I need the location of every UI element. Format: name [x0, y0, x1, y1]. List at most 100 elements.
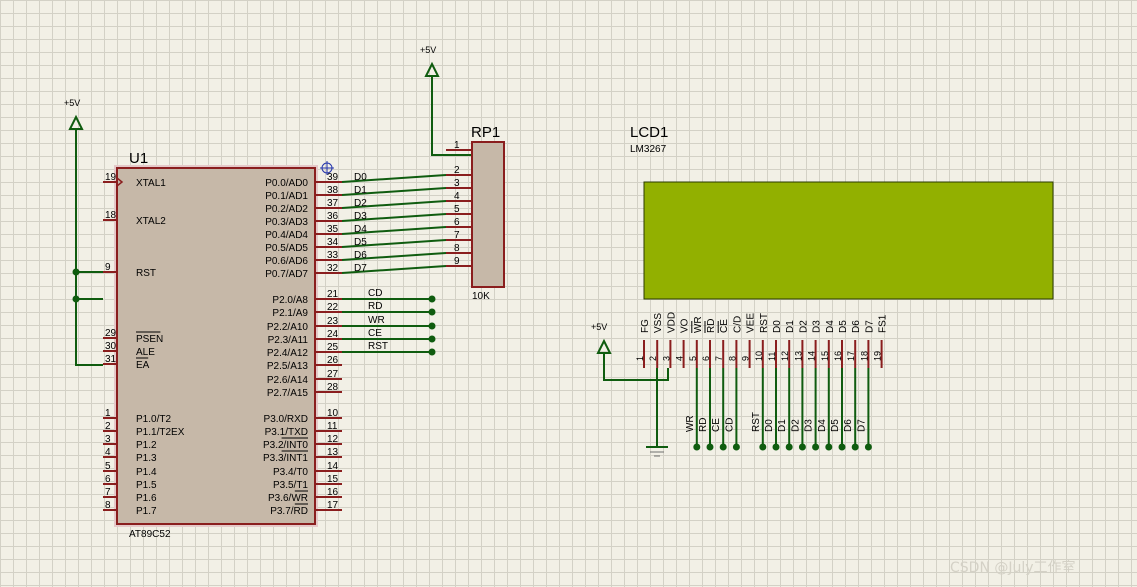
lcd-pin-name: FG	[640, 319, 651, 333]
u1-pin-number: 29	[105, 328, 117, 339]
u1-pin-number: 17	[327, 500, 339, 511]
lcd-pin-number: 8	[727, 356, 737, 361]
u1-pin-name: P3.6/WR	[268, 493, 308, 504]
data-bus-label: D1	[354, 185, 367, 196]
lcd-net-label: D4	[817, 419, 828, 432]
lcd-pin-name: VDD	[666, 312, 677, 333]
u1-pin-number: 37	[327, 198, 339, 209]
rp1-power-wire	[431, 76, 472, 156]
junction-dot	[428, 322, 436, 330]
u1-pin-name: P1.7	[136, 506, 157, 517]
lcd-pin-name: CE	[719, 319, 730, 333]
junction-dot	[428, 308, 436, 316]
u1-microcontroller[interactable]: U1 AT89C52 19XTAL118XTAL29RST29PSEN30ALE…	[103, 150, 342, 540]
lcd-pin-number: 9	[741, 356, 751, 361]
control-net-label: RD	[368, 301, 382, 312]
power-arrow-icon	[68, 114, 84, 130]
u1-ref-label: U1	[129, 150, 148, 167]
u1-pin-number: 10	[327, 408, 339, 419]
power-terminal-rp1[interactable]: +5V	[420, 45, 440, 77]
lcd-net-label: CE	[711, 418, 722, 432]
u1-pin-name: P0.6/AD6	[265, 256, 308, 267]
lcd-pin-name: D6	[851, 320, 862, 333]
data-bus-wire	[341, 200, 447, 209]
u1-pin-name: P2.0/A8	[272, 295, 308, 306]
wires-layer	[72, 76, 872, 451]
lcd-pin-number: 3	[661, 356, 671, 361]
lcd-pin-name: RST	[759, 313, 770, 333]
lcd-pin-name: D7	[864, 320, 875, 333]
lcd1-display[interactable]: LCD1 LM3267 FG1VSS2VDD3VO4WR5RD6CE7C/D8V…	[630, 124, 1054, 368]
control-net-label: CE	[368, 328, 382, 339]
u1-pin-name: P0.4/AD4	[265, 230, 308, 241]
data-bus-label: D3	[354, 211, 367, 222]
junction-dot	[851, 443, 859, 451]
origin-marker-icon	[320, 161, 334, 175]
u1-pin-name: P2.3/A11	[268, 335, 309, 346]
u1-pin-number: 3	[105, 434, 111, 445]
junction-dot	[428, 335, 436, 343]
lcd-net-label: D6	[843, 419, 854, 432]
data-bus-label: D0	[354, 172, 367, 183]
u1-pin-number: 18	[105, 210, 117, 221]
lcd-pin-number: 6	[701, 356, 711, 361]
u1-body	[116, 167, 316, 525]
u1-pin-name-overbar: INT0	[286, 440, 308, 451]
u1-pin-name: P3.4/T0	[273, 467, 308, 478]
ground-symbol[interactable]	[646, 446, 668, 457]
rp1-value-label: 10K	[472, 291, 490, 302]
power-terminal-u1[interactable]: +5V	[64, 98, 84, 130]
u1-pin-number: 22	[327, 302, 339, 313]
u1-pin-name: P3.3/INT1	[263, 453, 308, 464]
u1-part-label: AT89C52	[129, 529, 171, 540]
u1-pin-number: 21	[327, 289, 339, 300]
lcd-pin-number: 19	[873, 351, 883, 361]
lcd-net-label: D1	[777, 419, 788, 432]
junction-dot	[693, 443, 701, 451]
power-terminal-lcd[interactable]: +5V	[591, 322, 612, 354]
lcd-pin-number: 12	[780, 351, 790, 361]
power-label: +5V	[591, 322, 607, 332]
lcd-net-label: D5	[830, 419, 841, 432]
lcd-vdd-wire	[603, 353, 669, 381]
data-bus-wire	[341, 187, 447, 196]
u1-pin-name: P1.0/T2	[136, 414, 171, 425]
lcd-net-label: D2	[790, 419, 801, 432]
u1-left-pins: 19XTAL118XTAL29RST29PSEN30ALE31EA1P1.0/T…	[103, 172, 185, 517]
u1-pin-name-overbar: WR	[291, 493, 308, 504]
u1-pin-number: 1	[105, 408, 111, 419]
u1-pin-number: 11	[327, 421, 338, 432]
data-bus-wire	[341, 252, 447, 261]
junction-dot	[785, 443, 793, 451]
u1-pin-name: P2.6/A14	[267, 375, 309, 386]
u1-pin-number: 19	[105, 172, 117, 183]
u1-pin-number: 2	[105, 421, 111, 432]
rp1-body	[471, 141, 505, 288]
power-label: +5V	[420, 45, 436, 55]
u1-pin-number: 23	[327, 316, 339, 327]
data-bus-wire	[341, 239, 447, 248]
u1-pin-number: 36	[327, 211, 339, 222]
control-net-label: WR	[368, 315, 385, 326]
u1-pin-name: P1.6	[136, 493, 157, 504]
junction-dot	[732, 443, 740, 451]
u1-pin-number: 39	[327, 172, 339, 183]
junction-dot	[759, 443, 767, 451]
power-arrow-icon	[596, 338, 612, 354]
u1-pin-name: RST	[136, 268, 156, 279]
power-label: +5V	[64, 98, 80, 108]
u1-pin-name: P2.5/A13	[267, 361, 309, 372]
lcd-pin-name: VO	[680, 318, 691, 333]
u1-pin-name: P3.7/RD	[270, 506, 308, 517]
u1-pin-number: 24	[327, 329, 339, 340]
u1-pin-number: 26	[327, 355, 339, 366]
lcd-net-label: D0	[764, 419, 775, 432]
junction-dot	[428, 348, 436, 356]
rp1-pin-number: 1	[454, 140, 460, 151]
u1-pin-name-prefix: P3.2/	[263, 440, 287, 451]
lcd-pin-name: D2	[798, 320, 809, 333]
